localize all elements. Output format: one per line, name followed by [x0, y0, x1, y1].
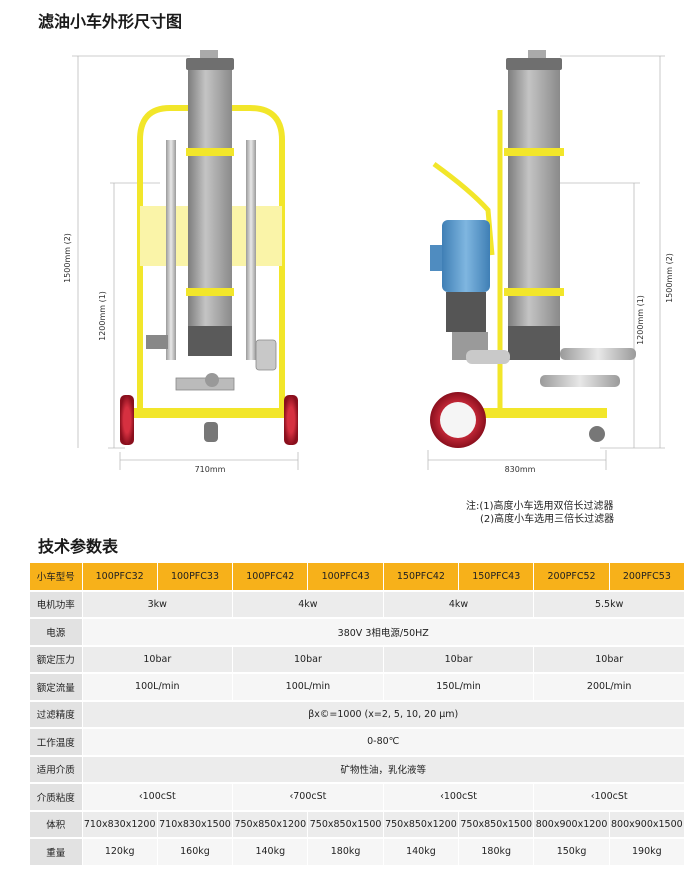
row-label: 过滤精度: [30, 700, 83, 729]
spec-row-rated-pressure: 额定压力 10bar 10bar 10bar 10bar: [30, 645, 685, 674]
table-cell: 矿物性油，乳化液等: [82, 755, 685, 784]
front-view: 1500mm (2) 1200mm (1) 710mm: [63, 50, 299, 474]
table-cell: 800x900x1200: [533, 810, 610, 839]
spec-row-motor-power: 电机功率 3kw 4kw 4kw 5.5kw: [30, 590, 685, 619]
table-cell: 5.5kw: [533, 590, 685, 619]
front-width-label: 710mm: [195, 465, 226, 474]
model-cell: 100PFC32: [82, 563, 158, 592]
table-cell: 710x830x1200: [82, 810, 158, 839]
note-line-2: (2)高度小车选用三倍长过滤器: [480, 514, 615, 525]
table-cell: 3kw: [82, 590, 234, 619]
row-label: 重量: [30, 838, 83, 867]
front-height-short-label: 1200mm (1): [98, 291, 107, 341]
side-height-total-label: 1500mm (2): [665, 253, 674, 303]
table-cell: 190kg: [609, 838, 686, 867]
table-cell: 140kg: [232, 838, 309, 867]
drawing-note: 注:(1)高度小车选用双倍长过滤器 (2)高度小车选用三倍长过滤器: [466, 500, 614, 526]
table-cell: 100L/min: [232, 673, 384, 702]
table-cell: 380V 3相电源/50HZ: [82, 618, 685, 647]
table-cell: 120kg: [82, 838, 158, 867]
row-label: 电源: [30, 618, 83, 647]
table-cell: 750x850x1500: [458, 810, 535, 839]
table-cell: 160kg: [157, 838, 234, 867]
spec-row-medium: 适用介质 矿物性油，乳化液等: [30, 755, 685, 784]
side-depth-label: 830mm: [505, 465, 536, 474]
model-cell: 150PFC42: [383, 563, 460, 592]
table-cell: ‹100cSt: [383, 783, 535, 812]
table-cell: ‹100cSt: [82, 783, 234, 812]
table-cell: 750x850x1200: [383, 810, 460, 839]
table-cell: 4kw: [383, 590, 535, 619]
table-cell: 180kg: [307, 838, 384, 867]
spec-header-row: 小车型号 100PFC32 100PFC33 100PFC42 100PFC43…: [30, 563, 686, 592]
table-cell: 200L/min: [533, 673, 685, 702]
table-cell: 10bar: [82, 645, 234, 674]
model-cell: 200PFC52: [533, 563, 610, 592]
dimension-drawing-title: 滤油小车外形尺寸图: [38, 12, 183, 31]
table-cell: 140kg: [383, 838, 460, 867]
row-label: 介质粘度: [30, 783, 83, 812]
table-cell: 150L/min: [383, 673, 535, 702]
table-cell: 800x900x1500: [609, 810, 686, 839]
side-view: 1500mm (2) 1200mm (1) 830mm: [427, 50, 674, 474]
row-label: 额定压力: [30, 645, 83, 674]
spec-row-work-temp: 工作温度 0-80℃: [30, 728, 685, 757]
spec-row-rated-flow: 额定流量 100L/min 100L/min 150L/min 200L/min: [30, 673, 685, 702]
table-cell: 710x830x1500: [157, 810, 234, 839]
table-cell: 4kw: [232, 590, 384, 619]
spec-table: 小车型号 100PFC32 100PFC33 100PFC42 100PFC43…: [30, 563, 686, 867]
spec-row-power-supply: 电源 380V 3相电源/50HZ: [30, 618, 685, 647]
row-label: 工作温度: [30, 728, 83, 757]
spec-header-label: 小车型号: [30, 563, 83, 592]
row-label: 额定流量: [30, 673, 83, 702]
table-cell: 150kg: [533, 838, 610, 867]
row-label: 适用介质: [30, 755, 83, 784]
table-cell: 10bar: [232, 645, 384, 674]
table-cell: 0-80℃: [82, 728, 685, 757]
spec-row-viscosity: 介质粘度 ‹100cSt ‹700cSt ‹100cSt ‹100cSt: [30, 783, 685, 812]
table-cell: 750x850x1500: [307, 810, 384, 839]
spec-row-filter-precision: 过滤精度 βx©=1000 (x=2, 5, 10, 20 μm): [30, 700, 685, 729]
table-cell: 10bar: [383, 645, 535, 674]
table-cell: ‹700cSt: [232, 783, 384, 812]
model-cell: 100PFC42: [232, 563, 309, 592]
table-cell: 180kg: [458, 838, 535, 867]
model-cell: 100PFC33: [157, 563, 234, 592]
table-cell: βx©=1000 (x=2, 5, 10, 20 μm): [82, 700, 685, 729]
table-cell: 10bar: [533, 645, 685, 674]
row-label: 电机功率: [30, 590, 83, 619]
spec-row-weight: 重量 120kg 160kg 140kg 180kg 140kg 180kg 1…: [30, 838, 686, 867]
model-cell: 200PFC53: [609, 563, 686, 592]
spec-table-title: 技术参数表: [38, 537, 119, 556]
side-height-short-label: 1200mm (1): [636, 295, 645, 345]
row-label: 体积: [30, 810, 83, 839]
model-cell: 100PFC43: [307, 563, 384, 592]
note-line-1: 注:(1)高度小车选用双倍长过滤器: [466, 501, 614, 512]
cart-dimension-drawing: 1500mm (2) 1200mm (1) 710mm: [63, 50, 674, 474]
model-cell: 150PFC43: [458, 563, 535, 592]
table-cell: 100L/min: [82, 673, 234, 702]
table-cell: ‹100cSt: [533, 783, 685, 812]
table-cell: 750x850x1200: [232, 810, 309, 839]
front-height-total-label: 1500mm (2): [63, 233, 72, 283]
spec-row-volume: 体积 710x830x1200 710x830x1500 750x850x120…: [30, 810, 686, 839]
